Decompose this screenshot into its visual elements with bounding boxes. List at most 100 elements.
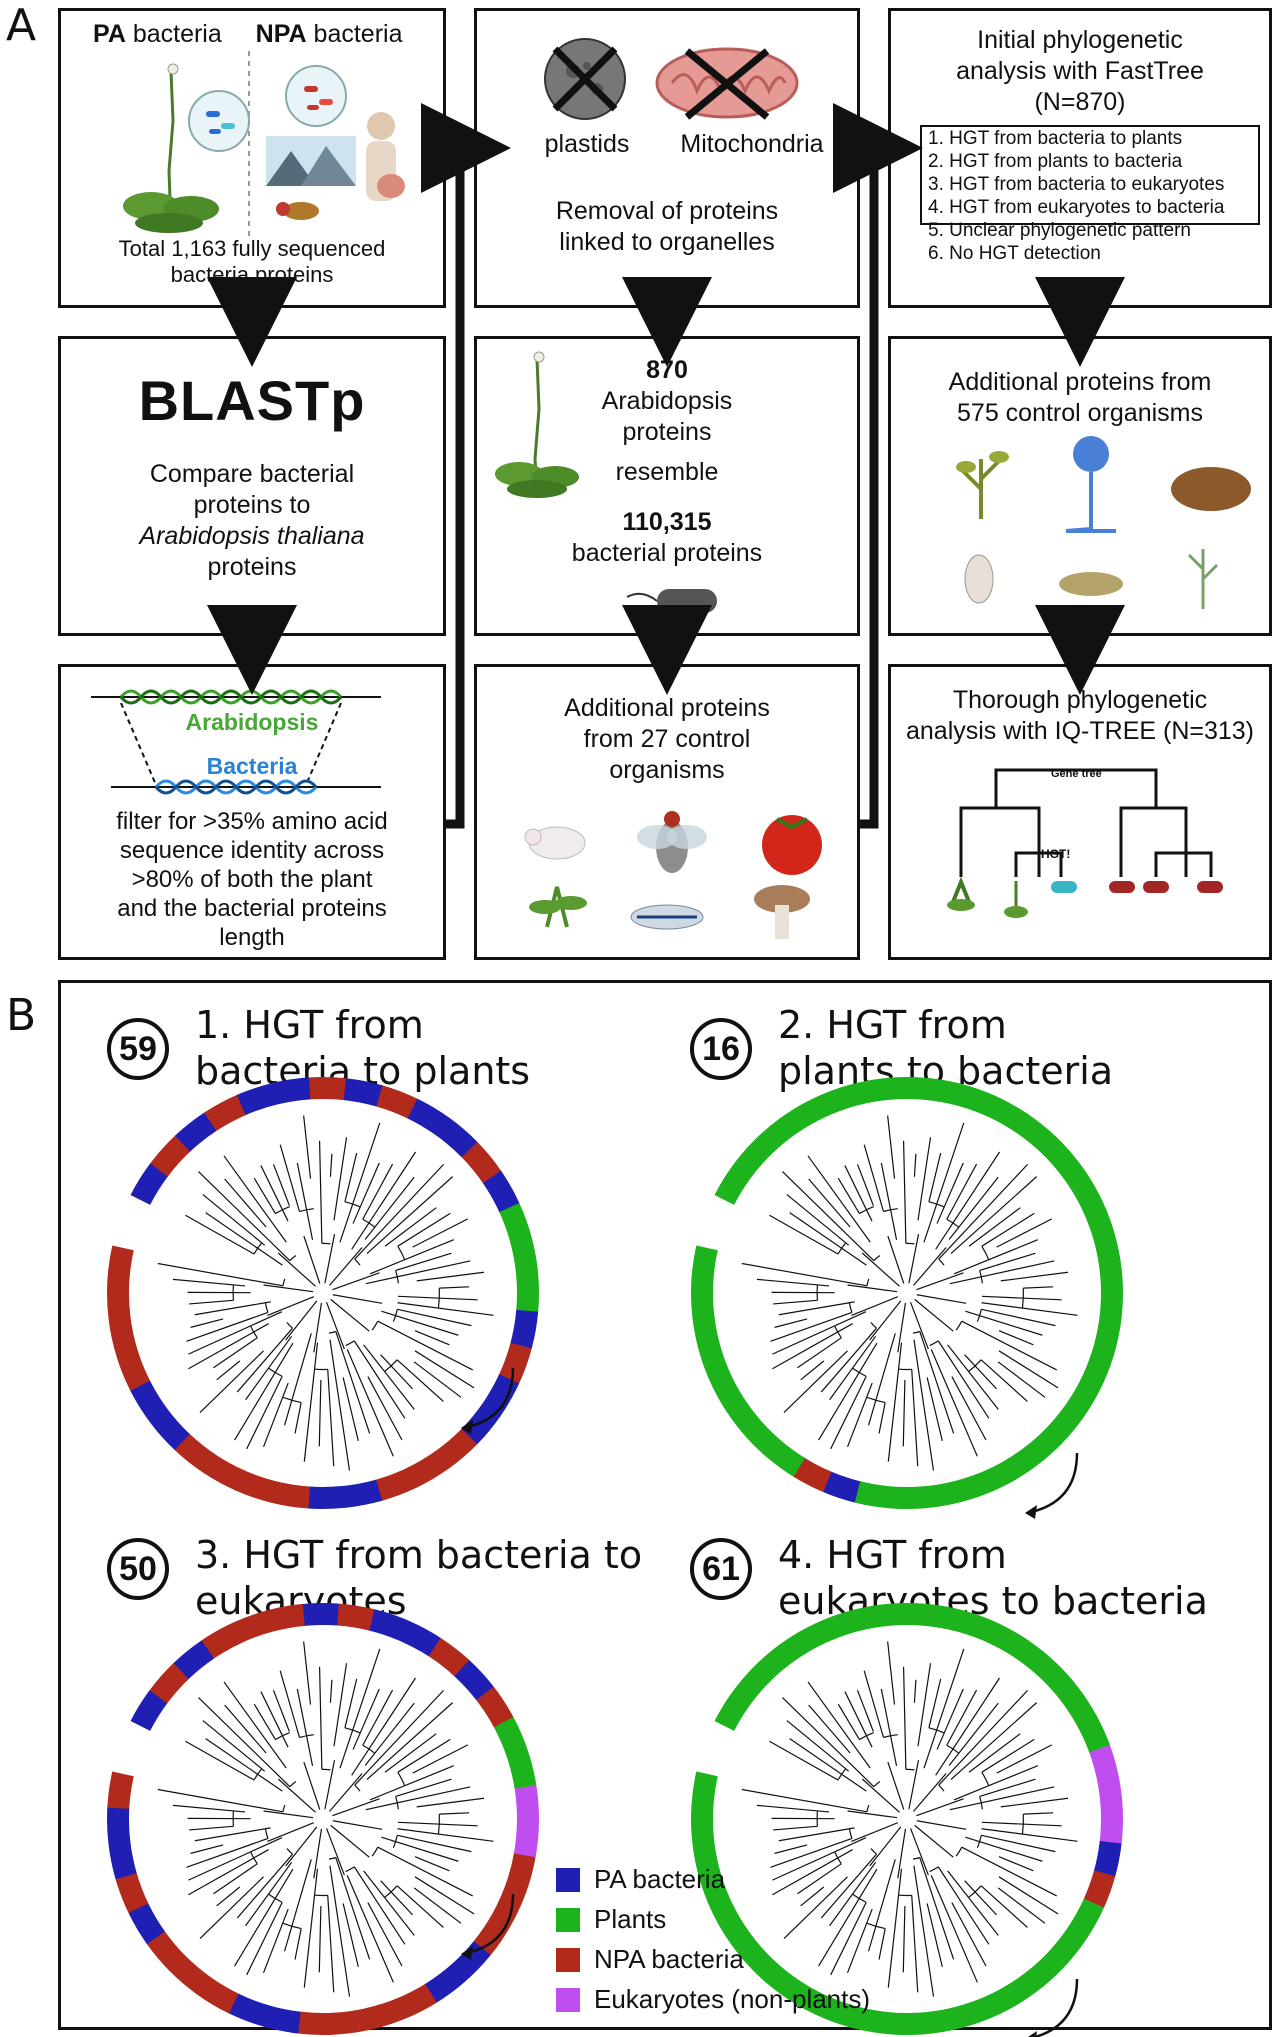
control-27-line3: organisms xyxy=(609,756,725,784)
blastp-title: BLASTp xyxy=(138,369,366,432)
tree-2-ring-segment xyxy=(691,1245,718,1281)
bacteria-source-box: PA bacteria NPA bacteria Total 1,163 ful xyxy=(58,8,446,308)
tree-1-ring-segment xyxy=(516,1274,539,1313)
control-575-box: Additional proteins from 575 control org… xyxy=(888,336,1272,636)
tree-1-ring-segment xyxy=(498,1342,532,1384)
tree-2-ring-segment xyxy=(1089,1218,1119,1256)
tree-4-arrowhead xyxy=(1028,2031,1037,2037)
tree-3-ring-segment xyxy=(146,1930,186,1972)
filter-line5: length xyxy=(219,924,285,951)
tree-3-ring-segment xyxy=(302,1603,340,1626)
tree-2-ring-segment xyxy=(948,1473,987,1504)
blastp-line3: Arabidopsis thaliana xyxy=(139,522,365,550)
control-27-box: Additional proteins from 27 control orga… xyxy=(474,664,860,960)
hgt-category-5: 5. Unclear phylogenetic pattern xyxy=(928,220,1191,241)
tree-3-branches xyxy=(157,1641,494,1997)
control-575-illustration xyxy=(956,436,1251,609)
legend-pa-swatch xyxy=(556,1867,580,1892)
tree-4-ring xyxy=(691,1603,1123,2035)
total-bacteria-line1: Total 1,163 fully sequenced xyxy=(118,236,386,261)
tree-3-arrowhead xyxy=(461,1946,473,1960)
tree-3-ring-segment xyxy=(262,2005,301,2034)
tree-2-ring-segment xyxy=(793,1457,832,1493)
control-organisms-illustration xyxy=(524,811,822,939)
tree-4-ring-segment xyxy=(1093,1840,1122,1877)
tree-3-ring-segment xyxy=(369,1609,410,1642)
tree-2-ring-segment xyxy=(778,1101,818,1137)
tree-2-ring-segment xyxy=(731,1140,770,1180)
iqtree-box: Thorough phylogenetic analysis with IQ-T… xyxy=(888,664,1272,960)
tree-1-count-badge: 59 xyxy=(107,1018,169,1080)
tree-2-title-line1: 2. HGT from xyxy=(778,1003,1007,1047)
tree-3-ring-segment xyxy=(107,1807,131,1844)
tree-1-ring-segment xyxy=(130,1380,168,1423)
tree-1-ring-segment xyxy=(236,1082,278,1116)
tree-4-ring-segment xyxy=(1069,1898,1104,1938)
tree-3-ring xyxy=(107,1603,539,2035)
tree-3-ring-segment xyxy=(513,1820,539,1858)
bacterial-proteins-label: bacterial proteins xyxy=(571,539,763,567)
legend-pa-bacteria: PA bacteria xyxy=(556,1864,725,1895)
tree-2-ring-segment xyxy=(691,1309,719,1346)
tree-2-ring xyxy=(691,1077,1123,1509)
tree-3-ring-segment xyxy=(201,1622,243,1659)
tree-4-ring-segment xyxy=(948,1999,987,2030)
tree-2-ring-segment xyxy=(837,1080,875,1110)
tree-4-ring-segment xyxy=(1076,1714,1111,1753)
legend-plants: Plants xyxy=(556,1904,666,1935)
tree-2-ring-segment xyxy=(870,1077,905,1102)
tree-3-ring-segment xyxy=(395,1983,437,2020)
tree-4-ring-segment xyxy=(753,1644,793,1683)
fasttree-box: Initial phylogenetic analysis with FastT… xyxy=(888,8,1272,308)
flow-arrows xyxy=(207,103,1125,829)
tree-3-ring-segment xyxy=(428,1637,470,1677)
blastp-box: BLASTp Compare bacterial proteins to Ara… xyxy=(58,336,446,636)
organelle-icons xyxy=(544,38,799,120)
tree-1-ring-segment xyxy=(308,1485,346,1509)
tree-3-ring-segment xyxy=(332,2008,371,2035)
legend-eukaryotes: Eukaryotes (non-plants) xyxy=(556,1984,870,2015)
tree-1-ring-segment xyxy=(436,1117,478,1158)
tree-3-ring-segment xyxy=(399,1620,442,1657)
tree-1-ring-segment xyxy=(107,1282,131,1320)
tree-2-count-badge: 16 xyxy=(690,1018,752,1080)
tree-1-ring-segment xyxy=(204,1094,247,1132)
hgt-category-6: 6. No HGT detection xyxy=(928,243,1101,264)
tree-1-ring-segment xyxy=(343,1078,383,1107)
tree-4-ring-segment xyxy=(1050,1924,1088,1964)
tree-3-ring-segment xyxy=(337,1603,375,1631)
tree-1-ring-segment xyxy=(435,1428,478,1469)
tree-2-ring-segment xyxy=(1083,1344,1116,1383)
tree-3-ring-segment xyxy=(454,1660,494,1701)
tree-1-ring-segment xyxy=(342,1479,383,1508)
tree-1-ring-segment xyxy=(272,1077,311,1105)
tree-1-ring-segment xyxy=(150,1135,191,1177)
tree-2-ring-segment xyxy=(1029,1422,1068,1461)
tree-4-ring-segment xyxy=(1040,1661,1078,1701)
tree-2-ring-segment xyxy=(707,1367,743,1407)
hgt-category-2: 2. HGT from plants to bacteria xyxy=(928,151,1183,172)
tree-4-ring-segment xyxy=(731,1666,770,1706)
tree-1-ring xyxy=(107,1077,539,1509)
tree-2-ring-segment xyxy=(1060,1160,1097,1200)
tree-4-branches xyxy=(741,1641,1078,1997)
tree-3-ring-segment xyxy=(233,1610,274,1643)
tree-2-ring-segment xyxy=(903,1077,938,1101)
tree-2-ring-segment xyxy=(962,1086,1001,1119)
tree-4-ring-segment xyxy=(837,1606,875,1636)
tree-2-ring-segment xyxy=(1097,1250,1123,1286)
tree-1-ring-segment xyxy=(510,1237,539,1278)
tree-4-ring-segment xyxy=(1004,1969,1044,2006)
tree-2-ring-segment xyxy=(714,1166,751,1206)
tree-1-ring-segment xyxy=(203,1454,246,1491)
filter-line2: sequence identity across xyxy=(119,837,385,864)
tree-1-arrowhead xyxy=(461,1420,473,1434)
tree-2-ring-segment xyxy=(1093,1314,1122,1351)
tree-3-ring-segment xyxy=(514,1785,539,1822)
tree-3-count-badge: 50 xyxy=(107,1538,169,1600)
iqtree-line2: analysis with IQ-TREE (N=313) xyxy=(905,717,1255,745)
tree-1-direction-arrow xyxy=(462,1367,515,1430)
panel-b-letter: B xyxy=(6,990,37,1041)
blastp-line1: Compare bacterial xyxy=(149,460,355,488)
tree-3-ring-segment xyxy=(108,1840,137,1880)
